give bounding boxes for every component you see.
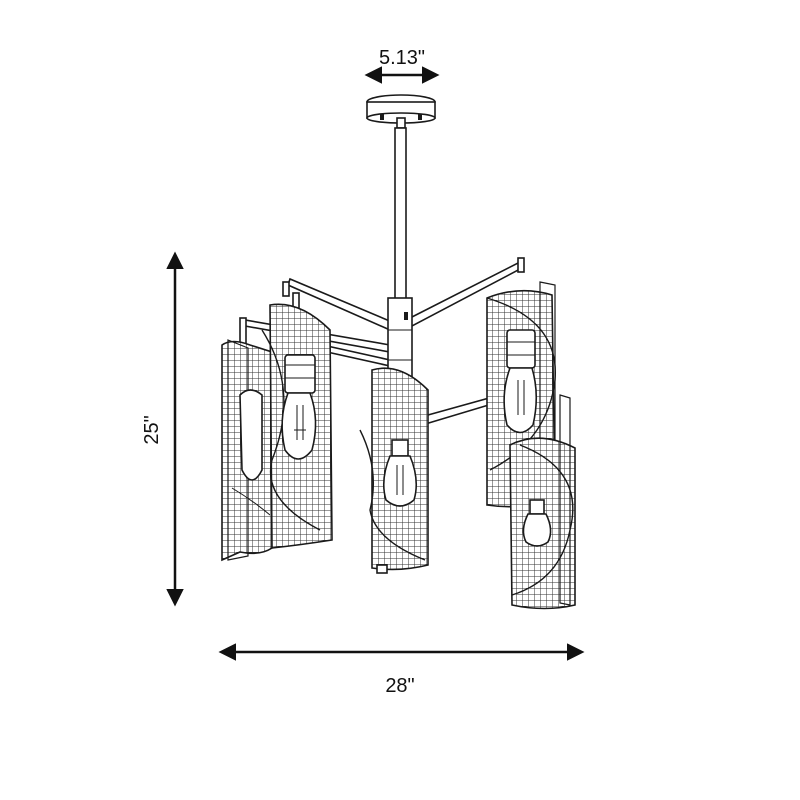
width-dimension: 28" [218, 643, 585, 697]
shade-left [261, 303, 333, 549]
bulb-left [281, 354, 317, 460]
width-label: 28" [385, 675, 414, 697]
shade-center [359, 367, 429, 574]
shade-far-left [221, 339, 273, 562]
canopy-width-dimension: 5.13" [364, 47, 440, 84]
height-dimension: 25" [141, 251, 184, 607]
canopy [366, 94, 436, 129]
shade-lower-right [509, 394, 576, 610]
bulb-lower-right [522, 499, 552, 547]
bulb-upper-right [503, 329, 538, 434]
bulb-center [382, 439, 418, 507]
down-rod [394, 127, 407, 301]
height-label: 25" [141, 415, 163, 444]
chandelier-drawing [221, 94, 576, 610]
canopy-width-label: 5.13" [379, 47, 425, 69]
